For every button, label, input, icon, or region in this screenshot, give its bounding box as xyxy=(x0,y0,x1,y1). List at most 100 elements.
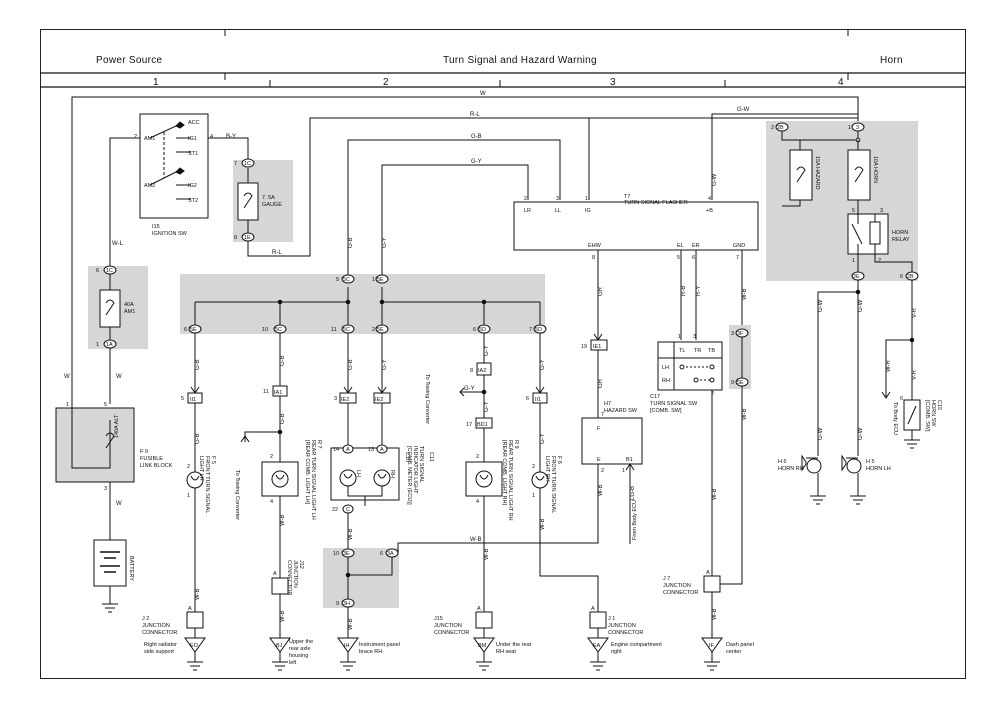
flasher-lr: LR xyxy=(524,208,531,214)
j12-name-2: CONNECTOR xyxy=(286,560,292,595)
j12-desc-1: Upper the xyxy=(289,639,313,645)
to-towing-1: To Towing Converter xyxy=(234,470,240,520)
rear-rh-pin-2: 2 xyxy=(476,454,479,460)
fl-pin-1: 1 xyxy=(66,402,69,408)
ground-junction-3: 3E 3A 3H 10 6 9 W-B W-B xyxy=(333,498,599,638)
wire-gr-2: GR xyxy=(598,378,604,388)
wire-gw-3: G-W xyxy=(818,427,824,440)
wire-gw-top: G-W xyxy=(737,107,750,113)
flasher-pin-2: 2 xyxy=(524,196,527,202)
flasher-name: TURN SIGNAL FLASHER xyxy=(624,200,688,206)
wire-wb-4: W-B xyxy=(348,528,354,540)
flasher-gnd: GND xyxy=(733,243,745,249)
rear-turn-lh-circuit: IA1 11 2 4 R 7 REAR TURN SIGNAL LIGHT LH… xyxy=(234,333,322,638)
meter-rh: RH xyxy=(389,470,395,478)
wire-wb-2: W-B xyxy=(280,514,286,526)
wire-gb-bus: G-B xyxy=(348,237,354,248)
wire-wb-10: W-B xyxy=(742,288,748,300)
j12-desc-2: rear axle xyxy=(289,646,310,652)
wire-by: B-Y xyxy=(226,134,236,140)
column-3: 3 xyxy=(610,77,616,88)
wire-gb-a: G-B xyxy=(195,359,201,370)
diagram-frame xyxy=(40,29,966,679)
wire-wl: W-L xyxy=(112,241,124,247)
ig-id: I15 xyxy=(152,224,160,230)
header-rules xyxy=(40,29,966,88)
rear-rh-name-2: [REAR COMB. LIGHT RH] xyxy=(501,440,507,505)
rear-rh-name-1: REAR TURN SIGNAL LIGHT RH xyxy=(507,440,513,521)
ig-st2-label: ST2 xyxy=(188,198,198,204)
relay-pin-3: 3 xyxy=(880,208,883,214)
j12-desc-3: housing xyxy=(289,653,308,659)
column-2: 2 xyxy=(383,77,389,88)
battery-label: BATTERY xyxy=(128,556,134,581)
ig-ig2-label: IG2 xyxy=(188,183,197,189)
gauge-name: GAUGE xyxy=(262,202,282,208)
relay-conn-2e: 2E xyxy=(853,274,860,280)
j1-ground: EA xyxy=(593,643,601,649)
gauge-conn-top: 1C xyxy=(244,161,251,167)
j7-name-2: CONNECTOR xyxy=(663,590,698,596)
wire-gw-2: G-W xyxy=(858,299,864,312)
horn-sw-name-1: HORN SW xyxy=(930,400,936,427)
hazard-fuse-pin: 2 xyxy=(771,125,774,131)
bus-pin-b6: 7 xyxy=(529,327,532,333)
wire-gw-1: G-W xyxy=(818,299,824,312)
to-towing-2: To Towing Converter xyxy=(424,374,430,424)
flasher-pin-5: 5 xyxy=(677,255,680,261)
hazard-sw-pin-7: 7 xyxy=(601,412,604,418)
wire-w-batt: W xyxy=(116,501,122,507)
fl-name2: LINK BLOCK xyxy=(140,463,173,469)
horn-lh-id: H 5 xyxy=(866,459,875,465)
flasher-pin-8: 8 xyxy=(592,255,595,261)
rear-lh-id: R 7 xyxy=(316,440,322,449)
bus-conn-2: 5C xyxy=(275,327,282,333)
sf-conn-top: 3F xyxy=(737,331,744,337)
relay-conn-pin: 6 xyxy=(900,274,903,280)
wire-wb-6: W-B xyxy=(348,618,354,630)
ig-ig1-label: IG1 xyxy=(188,136,197,142)
j2-ground: EO xyxy=(190,643,199,649)
wire-vr-1: V-R xyxy=(912,307,918,318)
horn-relay: 5 3 1 2 HORN RELAY 2E 2B 6 xyxy=(847,208,919,281)
ts-name-1: TURN SIGNAL SW xyxy=(650,401,698,407)
sf-connector: 3F 5E 3 9 xyxy=(703,328,749,638)
rear-lh-ia: IA1 xyxy=(274,390,282,396)
j1-desc-2: right xyxy=(611,649,622,655)
horn-rh-name: HORN RH xyxy=(778,466,804,472)
meter-pin-14: 14 xyxy=(333,447,339,453)
gauge-pin-top: 7 xyxy=(234,161,237,167)
ts-pin-2: 2 xyxy=(711,391,714,397)
meter-pin-13: 13 xyxy=(368,447,374,453)
section-turn-signal: Turn Signal and Hazard Warning xyxy=(443,55,597,66)
meter-name-1: TURN SIGNAL xyxy=(418,446,424,483)
fl-name1: FUSIBLE xyxy=(140,456,163,462)
rear-lh-name-2: [REAR COMB. LIGHT LH] xyxy=(304,440,310,505)
rear-turn-rh-circuit: IA2 8 BD1 17 2 4 R 9 REAR TURN SIGNAL LI… xyxy=(424,333,519,612)
flasher-ehw: EHW xyxy=(588,243,602,249)
j2-id: J 2 xyxy=(142,616,149,622)
front-rh-ii: II1 xyxy=(535,397,541,403)
ie1-label: IE1 xyxy=(593,344,601,350)
j7-ground: IF xyxy=(709,643,715,649)
hazard-sw-pin-2: 2 xyxy=(601,468,604,474)
gj-pin-10: 10 xyxy=(333,551,339,557)
ig-am2-label: AM2 xyxy=(144,183,155,189)
meter-lh: LH xyxy=(355,470,361,477)
flasher-pin-6: 6 xyxy=(692,255,695,261)
meter-c11: C11 xyxy=(428,452,434,462)
meter-pin-22: 22 xyxy=(332,507,338,513)
j1-desc-1: Engine compartment xyxy=(611,642,662,648)
meter-ie2-a: IE2 xyxy=(341,397,349,403)
j2-name-2: CONNECTOR xyxy=(142,630,177,636)
bd1-label: BD1 xyxy=(477,422,488,428)
am1-fuse: 1C 1A 6 1 40A AM1 xyxy=(96,265,135,349)
flasher-feeds: G-B G-Y G-W G-W G-B G-Y xyxy=(347,107,858,283)
relay-pin-5: 5 xyxy=(852,208,855,214)
bus-pin-1: 1 xyxy=(372,277,375,283)
front-turn-lh-circuit: II1 5 2 1 F 5 FRONT TURN SIGNAL LIGHT LH… xyxy=(181,333,216,612)
bus-pin-b4: 2 xyxy=(372,327,375,333)
ts-col-tb: TB xyxy=(708,348,715,354)
bus-conn-6: 5D xyxy=(535,327,542,333)
